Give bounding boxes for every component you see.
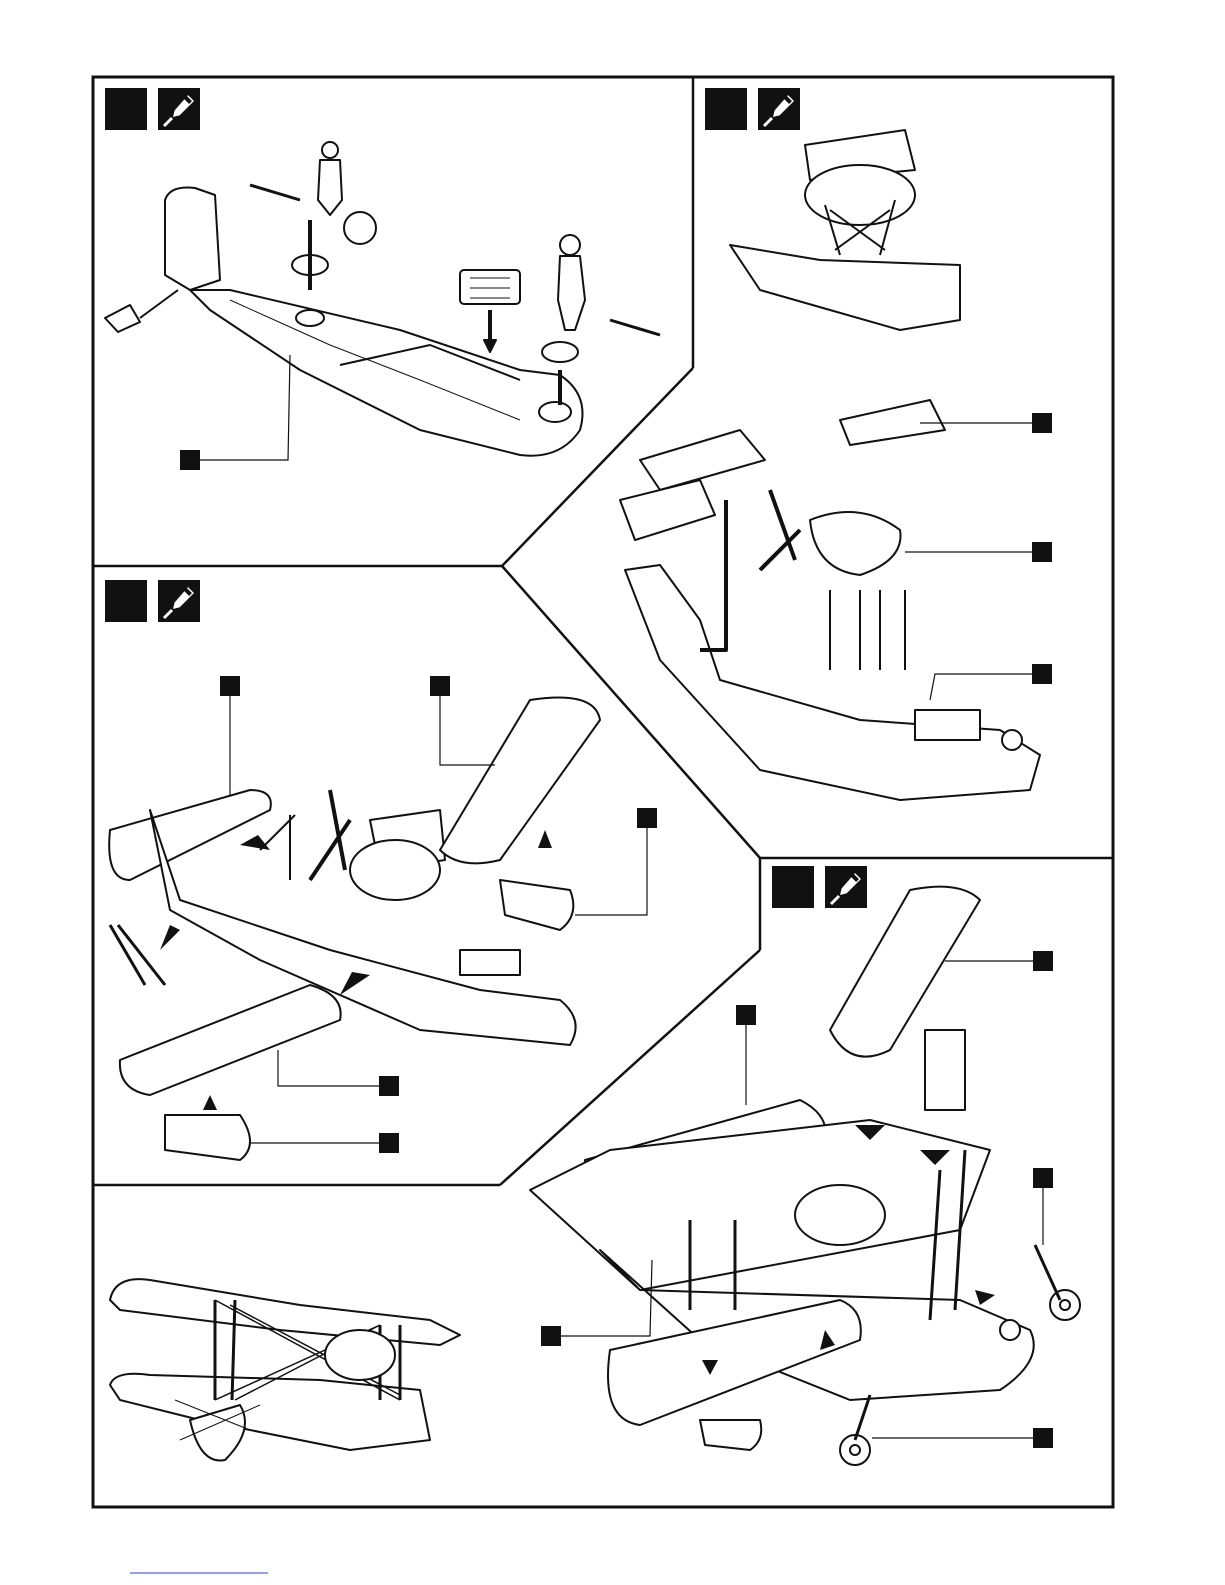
step-a-callout-line bbox=[200, 355, 290, 460]
step-b-callout-box-3 bbox=[1032, 664, 1052, 684]
step-c-callout-box-2 bbox=[430, 676, 450, 696]
step-c-callout-box-3 bbox=[637, 808, 657, 828]
glue-tube-icon bbox=[158, 88, 200, 130]
step-c-drawing bbox=[109, 698, 600, 1161]
step-d-callout-box-4 bbox=[541, 1326, 561, 1346]
step-c-callout-line-2 bbox=[440, 696, 495, 765]
step-b-number-box bbox=[705, 88, 747, 130]
step-a-number-box bbox=[105, 88, 147, 130]
glue-tube-icon bbox=[758, 88, 800, 130]
step-d-callout-box-2 bbox=[736, 1005, 756, 1025]
glue-tube-icon bbox=[158, 580, 200, 622]
step-b-callout-box-2 bbox=[1032, 542, 1052, 562]
step-d-callout-box-5 bbox=[1033, 1428, 1053, 1448]
step-c-callout-line-4 bbox=[278, 1050, 379, 1086]
glue-tube-icon bbox=[825, 866, 867, 908]
step-c-callout-box-1 bbox=[220, 676, 240, 696]
step-c-callout-line-3 bbox=[575, 828, 647, 915]
step-c-callout-box-5 bbox=[379, 1133, 399, 1153]
step-d-callout-box-1 bbox=[1033, 951, 1053, 971]
rigging-diagram-drawing bbox=[110, 1279, 460, 1460]
step-b-callout-line-3 bbox=[930, 674, 1032, 700]
step-d-drawing bbox=[530, 887, 1080, 1465]
step-a-callout-box bbox=[180, 450, 200, 470]
step-a-drawing bbox=[105, 142, 660, 456]
step-b-callout-box-1 bbox=[1032, 413, 1052, 433]
step-d-number-box bbox=[772, 866, 814, 908]
step-c-number-box bbox=[105, 580, 147, 622]
step-d-callout-box-3 bbox=[1033, 1168, 1053, 1188]
step-c-callout-box-4 bbox=[379, 1076, 399, 1096]
step-b-drawing bbox=[620, 130, 1040, 800]
